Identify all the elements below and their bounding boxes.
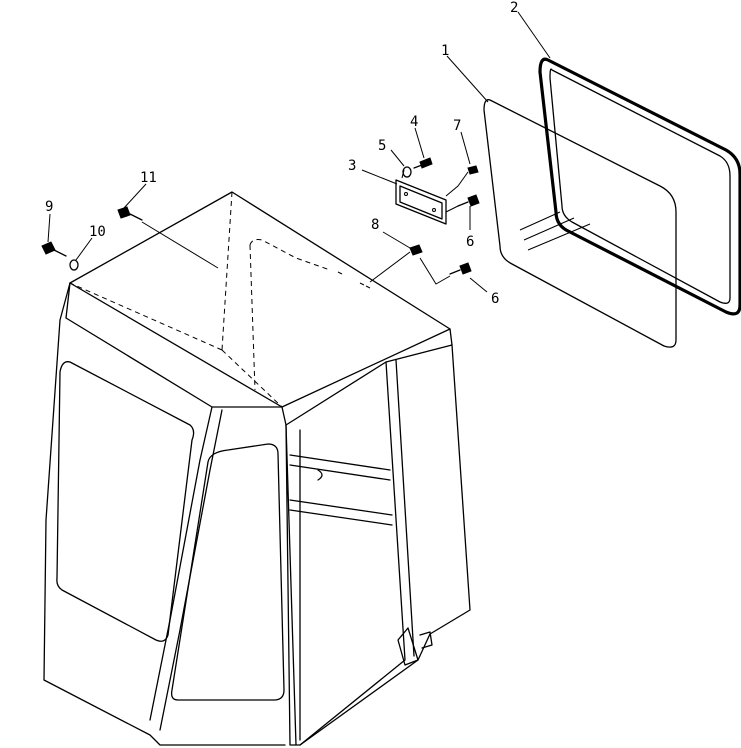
cab-hidden-edges <box>69 191 331 408</box>
washer-5 <box>402 166 412 178</box>
callout-labels: 1 2 3 4 5 6 6 7 8 9 10 11 <box>45 0 518 307</box>
cab-lower-bracket <box>397 627 433 666</box>
callout-6-lower: 6 <box>491 291 499 307</box>
glass-pane <box>483 99 677 348</box>
callout-7: 7 <box>453 118 461 134</box>
cab-front-window <box>170 443 285 701</box>
cab-front-frame <box>43 282 286 746</box>
bracket-hole <box>404 192 408 196</box>
cab-body <box>43 191 471 746</box>
weather-strip-outer <box>538 57 741 316</box>
callout-1: 1 <box>441 43 449 59</box>
leader-lines <box>47 11 551 293</box>
bolt-4 <box>413 157 433 169</box>
nut-7 <box>467 165 479 175</box>
cab-door-frame <box>285 359 415 746</box>
weather-strip-inner <box>549 68 731 304</box>
bracket-plate-outline <box>395 179 447 225</box>
washer-10 <box>69 259 79 271</box>
bolt-4-head <box>419 157 433 169</box>
callout-3: 3 <box>348 158 356 174</box>
bracket-hole <box>432 208 436 212</box>
cab-front-pillar <box>149 406 223 731</box>
glass-reflection <box>519 211 591 251</box>
bolt-6-lower <box>449 262 472 275</box>
assembly-guides <box>141 169 469 285</box>
window-glass <box>483 99 677 348</box>
cab-roof <box>69 191 451 408</box>
callout-2: 2 <box>510 0 518 16</box>
cab-mount-holes <box>337 271 371 289</box>
weather-strip <box>538 57 741 316</box>
cab-left-window <box>56 361 195 642</box>
cab-right-side <box>285 344 471 746</box>
bracket-plate <box>395 179 447 225</box>
bolt-11 <box>117 206 143 221</box>
cab-door-bar <box>289 454 393 526</box>
cab-roof-edge <box>65 282 453 426</box>
bolt-6-upper <box>457 194 480 207</box>
callout-6-upper: 6 <box>466 234 474 250</box>
callout-4: 4 <box>410 114 418 130</box>
cab-door-latch <box>317 469 323 481</box>
nut-8 <box>409 244 423 256</box>
callout-8: 8 <box>371 217 379 233</box>
callout-5: 5 <box>378 138 386 154</box>
callout-10: 10 <box>89 224 106 240</box>
callout-11: 11 <box>140 170 157 186</box>
bolt-4-shank <box>413 164 423 169</box>
bolt-9 <box>41 241 67 257</box>
callout-9: 9 <box>45 199 53 215</box>
